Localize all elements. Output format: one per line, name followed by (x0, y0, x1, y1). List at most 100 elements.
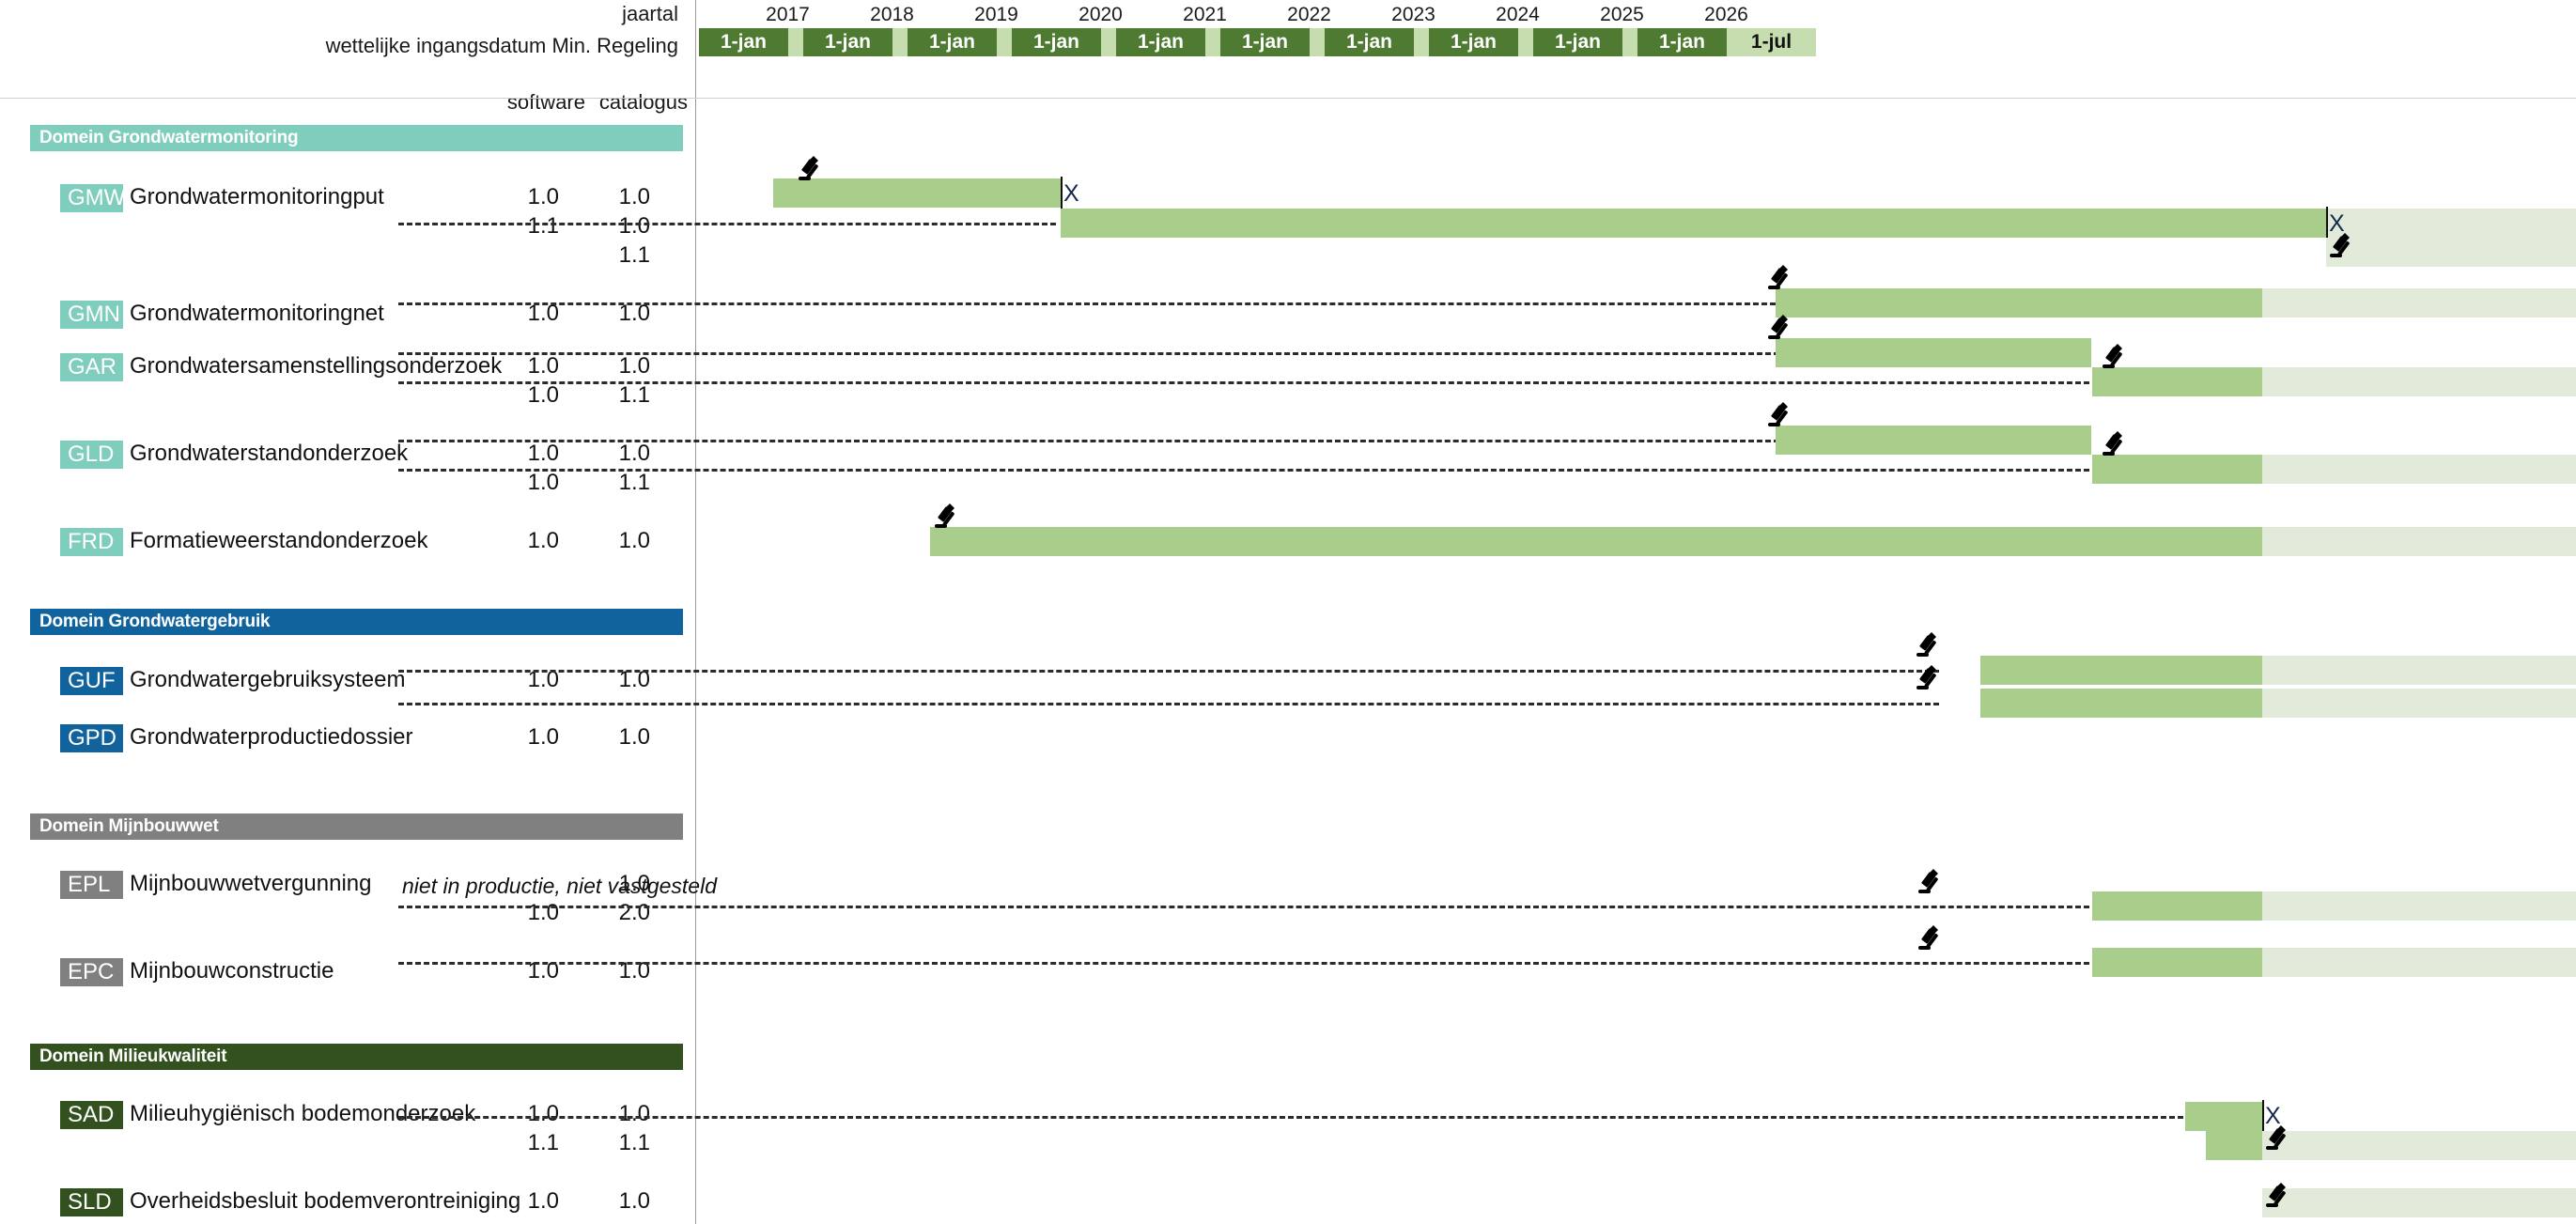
bar-epl-v2-pale[interactable] (2262, 891, 2576, 921)
bar-gld-v2-solid[interactable] (2092, 455, 2262, 484)
gar-catalogus-v2: 1.1 (618, 382, 650, 408)
half-jan-2019[interactable]: 1-jan (908, 28, 997, 56)
gld-software-v1: 1.0 (527, 441, 559, 466)
registration-name-gmw: Grondwatermonitoringput (130, 184, 384, 209)
bar-guf-v1-solid[interactable] (1980, 656, 2262, 685)
sad-catalogus-v2: 1.1 (618, 1130, 650, 1155)
registration-code-frd[interactable]: FRD (60, 528, 123, 556)
gavel-icon-gmn-v1 (1766, 265, 1798, 293)
registration-name-gar: Grondwatersamenstellingsonderzoek (130, 353, 503, 379)
registration-name-gpd: Grondwaterproductiedossier (130, 724, 413, 750)
dash-epl-v2 (398, 906, 2089, 908)
registration-code-gmn[interactable]: GMN (60, 301, 123, 329)
domain-header-mijnbouwwet: Domein Mijnbouwwet (30, 813, 683, 840)
half-jan-2021[interactable]: 1-jan (1116, 28, 1205, 56)
gavel-icon-gld-v2 (2101, 431, 2133, 459)
left-label-pane: jaartal wettelijke ingangsdatum Min. Reg… (0, 0, 695, 1224)
bar-sad-v2-solid[interactable] (2206, 1131, 2262, 1160)
gavel-icon-sad-v2 (2264, 1125, 2296, 1154)
bar-gmw-v2-solid[interactable] (1061, 209, 2326, 238)
half-jan-2024[interactable]: 1-jan (1429, 28, 1518, 56)
year-label-2024: 2024 (1496, 4, 1540, 25)
bar-gld-v2-pale[interactable] (2262, 455, 2576, 484)
catalogus-column-header: catalogus (598, 90, 688, 114)
half-jul-2026[interactable]: 1-jul (1727, 28, 1816, 56)
bar-gmw-v3-pale[interactable] (2326, 238, 2576, 267)
registration-code-sld[interactable]: SLD (60, 1188, 123, 1216)
gar-catalogus-v1: 1.0 (618, 353, 650, 379)
bar-sad-v2-pale[interactable] (2262, 1131, 2576, 1160)
frd-software-v1: 1.0 (527, 528, 559, 553)
header-underline (0, 98, 2576, 99)
bar-gld-v1-solid[interactable] (1776, 426, 2091, 455)
bar-gar-v1-solid[interactable] (1776, 338, 2091, 367)
bar-epc-v1-pale[interactable] (2262, 948, 2576, 977)
registration-code-gmw[interactable]: GMW (60, 184, 125, 212)
registration-code-guf[interactable]: GUF (60, 667, 123, 695)
wettelijke-ingangsdatum-label: wettelijke ingangsdatum Min. Regeling (325, 34, 678, 57)
year-label-2023: 2023 (1391, 4, 1435, 25)
dash-gar-v2 (398, 381, 2089, 384)
bar-gar-v2-pale[interactable] (2262, 367, 2576, 396)
registration-name-gmn: Grondwatermonitoringnet (130, 301, 384, 326)
bar-epl-v2-solid[interactable] (2092, 891, 2262, 921)
registration-code-epl[interactable]: EPL (60, 871, 123, 899)
gld-catalogus-v2: 1.1 (618, 470, 650, 495)
year-label-2025: 2025 (1600, 4, 1644, 25)
registration-name-epc: Mijnbouwconstructie (130, 958, 334, 984)
registration-code-sad[interactable]: SAD (60, 1101, 123, 1129)
registration-name-frd: Formatieweerstandonderzoek (130, 528, 428, 553)
bar-gpd-v1-solid[interactable] (1980, 689, 2262, 718)
domain-header-grondwatergebruik: Domein Grondwatergebruik (30, 609, 683, 635)
epl-catalogus-v1: 1.0 (618, 871, 650, 896)
gavel-icon-sld-v1 (2264, 1183, 2296, 1211)
dash-sad-v1 (398, 1116, 2183, 1119)
end-marker-gmw-v1: X (1063, 180, 1079, 207)
half-jan-2022[interactable]: 1-jan (1220, 28, 1310, 56)
gavel-icon-epl-v2 (1916, 869, 1948, 897)
gmw-catalogus-v1: 1.0 (618, 184, 650, 209)
bar-gmw-v2-pale[interactable] (2326, 209, 2576, 238)
registration-code-epc[interactable]: EPC (60, 958, 123, 986)
gavel-icon-gld-v1 (1766, 402, 1798, 430)
gavel-icon-gar-v2 (2101, 344, 2133, 372)
gmw-software-v2: 1.1 (527, 213, 559, 239)
bar-guf-v1-pale[interactable] (2262, 656, 2576, 685)
half-jan-2020[interactable]: 1-jan (1012, 28, 1101, 56)
pane-divider (695, 0, 696, 1224)
half-jan-2026[interactable]: 1-jan (1637, 28, 1727, 56)
bar-gar-v2-solid[interactable] (2092, 367, 2262, 396)
sld-software-v1: 1.0 (527, 1188, 559, 1214)
gpd-catalogus-v1: 1.0 (618, 724, 650, 750)
bar-gmw-v1-solid[interactable] (773, 178, 1061, 208)
year-label-2020: 2020 (1079, 4, 1123, 25)
bar-frd-v1-solid[interactable] (930, 527, 2262, 556)
dash-gld-v1 (398, 440, 1779, 442)
bar-gmn-v1-pale[interactable] (2262, 288, 2576, 318)
registration-name-guf: Grondwatergebruiksysteem (130, 667, 406, 692)
bar-frd-v1-pale[interactable] (2262, 527, 2576, 556)
half-jan-2017[interactable]: 1-jan (699, 28, 788, 56)
half-jan-2023[interactable]: 1-jan (1325, 28, 1414, 56)
registration-name-gld: Grondwaterstandonderzoek (130, 441, 409, 466)
year-label-2022: 2022 (1287, 4, 1331, 25)
half-jan-2018[interactable]: 1-jan (803, 28, 892, 56)
gavel-icon-gmw-v3 (2328, 233, 2360, 261)
gmw-software-v1: 1.0 (527, 184, 559, 209)
half-jan-2025[interactable]: 1-jan (1533, 28, 1622, 56)
gpd-software-v1: 1.0 (527, 724, 559, 750)
gavel-icon-epc-v1 (1916, 925, 1948, 953)
bar-sld-v1-pale[interactable] (2262, 1188, 2576, 1217)
domain-header-milieukwaliteit: Domein Milieukwaliteit (30, 1044, 683, 1070)
registration-code-gpd[interactable]: GPD (60, 724, 123, 752)
bar-gmn-v1-solid[interactable] (1776, 288, 2262, 318)
year-halves-2026[interactable]: 1-jan 1-jul (1637, 28, 1816, 56)
bar-gpd-v1-pale[interactable] (2262, 689, 2576, 718)
bar-epc-v1-solid[interactable] (2092, 948, 2262, 977)
gar-software-v1: 1.0 (527, 353, 559, 379)
registration-code-gld[interactable]: GLD (60, 441, 123, 469)
bar-sad-v1-solid[interactable] (2185, 1102, 2262, 1131)
registration-code-gar[interactable]: GAR (60, 353, 123, 381)
year-label-2019: 2019 (974, 4, 1018, 25)
